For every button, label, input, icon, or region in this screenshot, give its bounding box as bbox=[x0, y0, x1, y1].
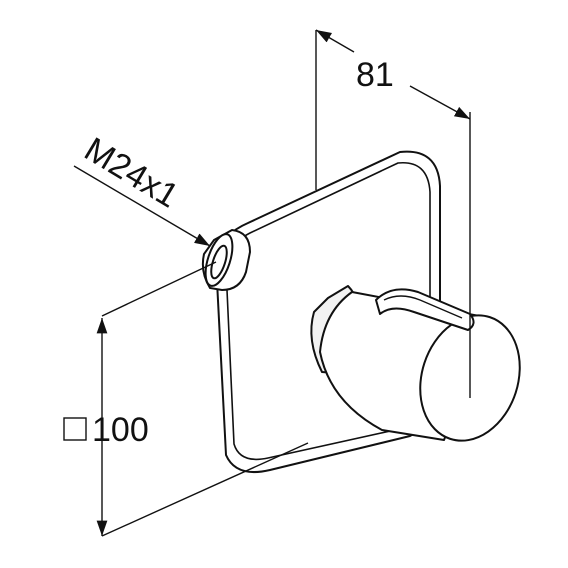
dimension-depth bbox=[315, 29, 471, 398]
knob-lever-highlight bbox=[383, 295, 463, 319]
dimension-plate bbox=[63, 261, 309, 537]
thread-dimension-label: M24x1 bbox=[78, 130, 185, 215]
extension-line-top bbox=[101, 261, 217, 317]
knob-lever-slot bbox=[375, 288, 475, 331]
dimension-line-left bbox=[315, 29, 355, 53]
depth-dimension-label: 81 bbox=[356, 56, 394, 94]
thread-stub bbox=[201, 228, 252, 292]
dimension-line-right bbox=[409, 85, 471, 120]
thread-leader-line bbox=[73, 165, 211, 247]
extension-line-bottom bbox=[101, 442, 309, 537]
plate-dimension-label: 100 bbox=[92, 411, 149, 449]
square-symbol bbox=[63, 417, 87, 441]
dimension-thread bbox=[73, 165, 211, 247]
stub-end-inner bbox=[210, 244, 228, 280]
